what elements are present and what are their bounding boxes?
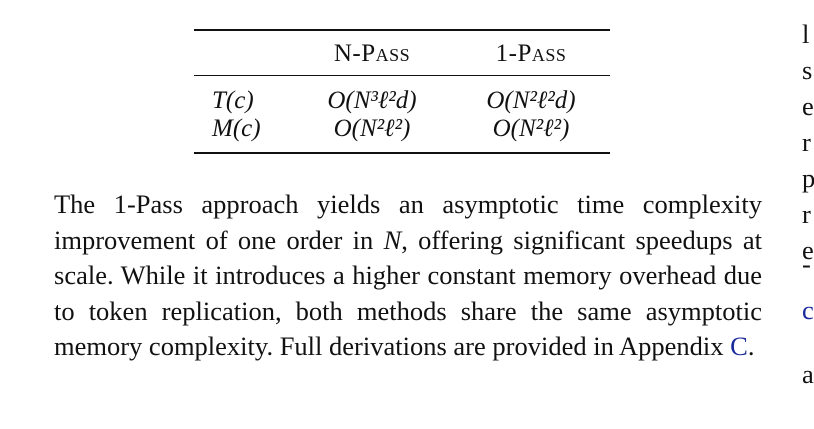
next-column-fragment: l s e r p r e - c a [800,0,814,429]
paragraph-text-after: , offering significant speedups at scale… [54,224,762,362]
right-column-glyph: - [802,249,811,279]
row-label-memory: M(c) [212,115,261,142]
row-label-time: T(c) [212,87,254,114]
right-column-glyph: l [802,19,810,49]
right-column-glyph: e [802,91,814,121]
table-header-n-pass: N-Pass [333,40,411,67]
right-column-glyph: e [802,235,814,265]
right-column-glyph: s [802,55,813,85]
right-column-glyph: r [802,199,811,229]
right-column-glyph: a [802,359,814,389]
cell-time-1-pass: O(N²ℓ²d) [486,87,576,114]
body-paragraph: The 1-Pass approach yields an asymptotic… [54,187,762,365]
right-column-glyph: p [802,163,814,193]
right-column-glyph: r [802,127,811,157]
paragraph-text-before: The 1-Pass approach yields an asymptotic… [54,189,762,255]
table-header-empty [194,30,292,76]
table-row-memory: M(c) O(N²ℓ²) O(N²ℓ²) [194,115,610,153]
table-header-1-pass: 1-Pass [495,40,567,67]
paragraph-end: . [747,331,755,362]
complexity-table: N-Pass 1-Pass T(c) O(N³ℓ²d) O(N²ℓ²d) M(c… [194,29,610,154]
math-symbol-n: N [383,224,402,255]
cell-time-n-pass: O(N³ℓ²d) [327,87,417,114]
cell-memory-n-pass: O(N²ℓ²) [333,115,411,142]
right-column-link-glyph[interactable]: c [802,295,814,325]
table-row-time: T(c) O(N³ℓ²d) O(N²ℓ²d) [194,75,610,116]
cell-memory-1-pass: O(N²ℓ²) [492,115,570,142]
table-header-row: N-Pass 1-Pass [194,30,610,76]
appendix-c-link[interactable]: C [730,331,748,362]
